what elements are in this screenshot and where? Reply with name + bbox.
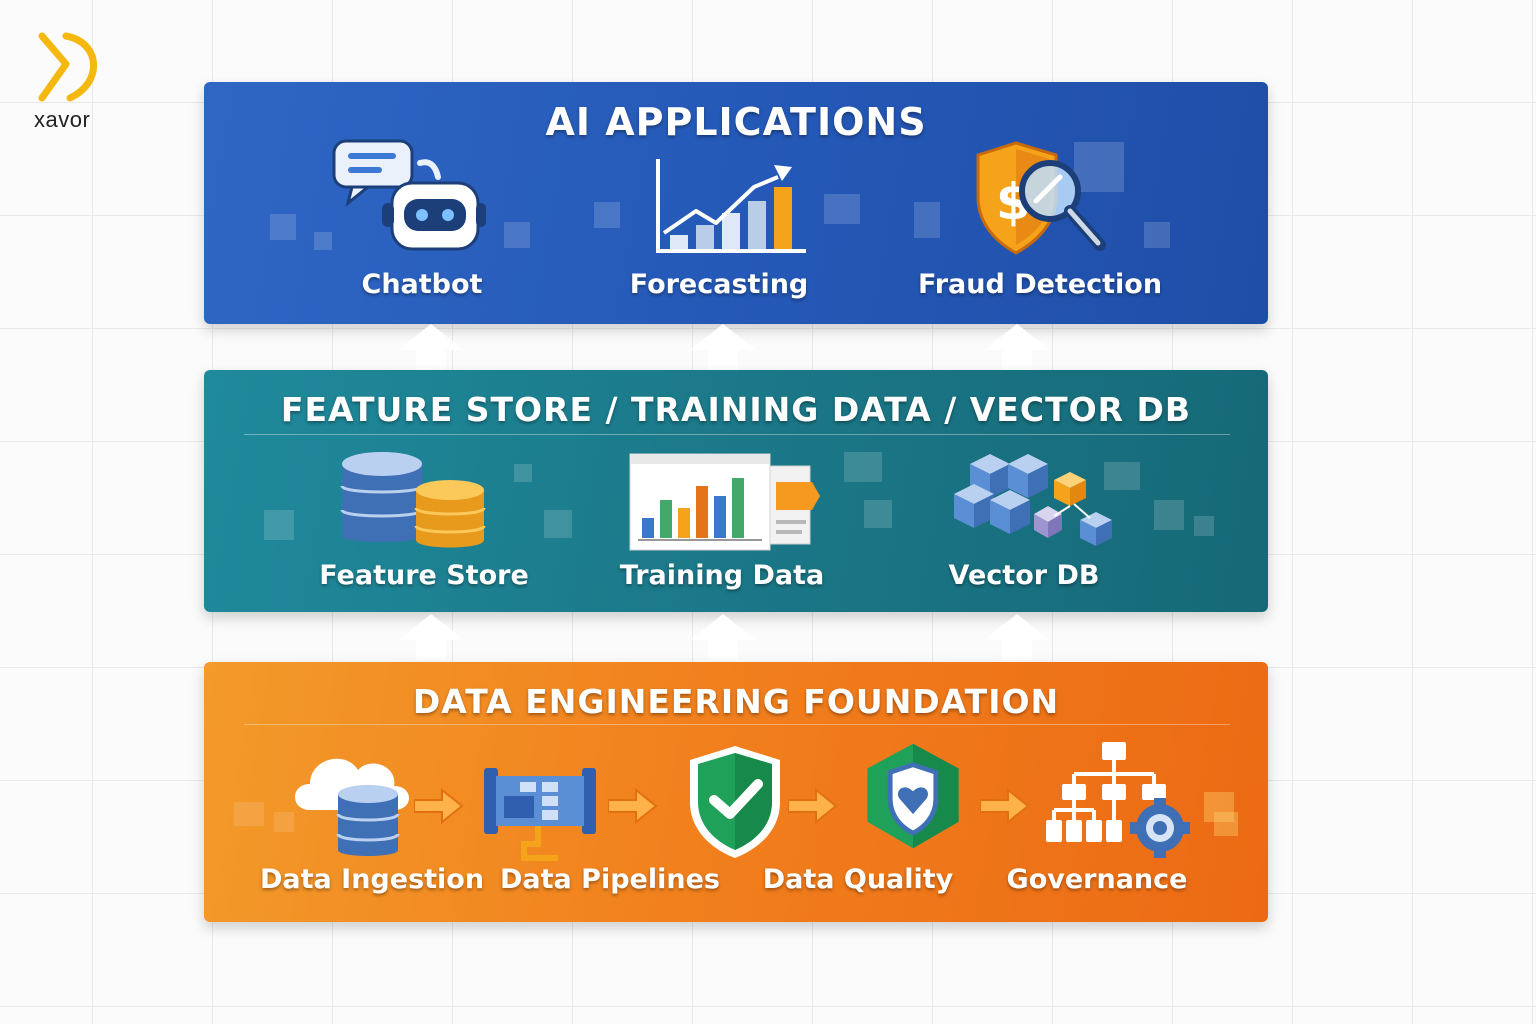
governance-label: Governance: [1006, 864, 1188, 895]
data-quality-label: Data Quality: [762, 864, 954, 895]
ai-applications-title: AI APPLICATIONS: [545, 100, 927, 144]
title-divider: [244, 724, 1230, 725]
vector-db-label: Vector DB: [948, 560, 1100, 591]
up-arrow-icon: [984, 324, 1050, 370]
chatbot-icon: [332, 139, 486, 251]
training-chart-icon: [629, 453, 820, 551]
pipeline-icon: [484, 768, 596, 861]
fraud-detection-item: $ Fraud Detection: [918, 137, 1163, 312]
brand-name: xavor: [34, 107, 91, 132]
feature-store-label: Feature Store: [319, 560, 529, 591]
data-ingestion-item: Data Ingestion: [260, 740, 485, 910]
up-arrow-icon: [398, 324, 464, 370]
vector-db-item: Vector DB: [914, 448, 1134, 598]
cloud-database-icon: [295, 758, 409, 856]
fraud-detection-label: Fraud Detection: [918, 269, 1163, 300]
up-arrow-icon: [690, 614, 756, 660]
data-engineering-layer: DATA ENGINEERING FOUNDATION Data Ingesti…: [204, 662, 1268, 922]
hierarchy-gear-icon: [1046, 742, 1190, 858]
forecast-chart-icon: [656, 159, 806, 253]
database-icon: [340, 452, 486, 548]
data-ingestion-label: Data Ingestion: [260, 864, 485, 895]
shield-search-icon: $: [976, 141, 1106, 255]
xavor-logo-icon: [38, 32, 98, 102]
cubes-icon: [954, 454, 1112, 546]
data-quality-item: Data Quality: [690, 740, 959, 910]
hexagon-shield-icon: [867, 743, 959, 849]
arrow-right-icon: [414, 788, 464, 824]
training-data-item: Training Data: [612, 448, 832, 598]
governance-item: Governance: [1002, 740, 1192, 910]
feature-store-title: FEATURE STORE / TRAINING DATA / VECTOR D…: [280, 390, 1192, 429]
shield-check-icon: [690, 746, 780, 858]
up-arrow-icon: [984, 614, 1050, 660]
title-divider: [244, 434, 1230, 435]
arrow-right-icon: [608, 788, 658, 824]
arrow-right-icon: [788, 788, 838, 824]
arrow-right-icon: [980, 788, 1030, 824]
forecasting-label: Forecasting: [629, 269, 809, 300]
up-arrow-icon: [690, 324, 756, 370]
data-pipelines-item: Data Pipelines: [484, 740, 720, 910]
training-data-label: Training Data: [619, 560, 825, 591]
feature-store-layer: FEATURE STORE / TRAINING DATA / VECTOR D…: [204, 370, 1268, 612]
data-pipelines-label: Data Pipelines: [500, 864, 720, 895]
chatbot-item: Chatbot: [322, 137, 522, 312]
data-engineering-title: DATA ENGINEERING FOUNDATION: [412, 682, 1060, 721]
chatbot-label: Chatbot: [361, 269, 483, 300]
up-arrow-icon: [398, 614, 464, 660]
forecasting-item: Forecasting: [614, 137, 824, 312]
feature-store-item: Feature Store: [314, 448, 534, 598]
ai-applications-layer: AI APPLICATIONS Chatbot Fore: [204, 82, 1268, 324]
